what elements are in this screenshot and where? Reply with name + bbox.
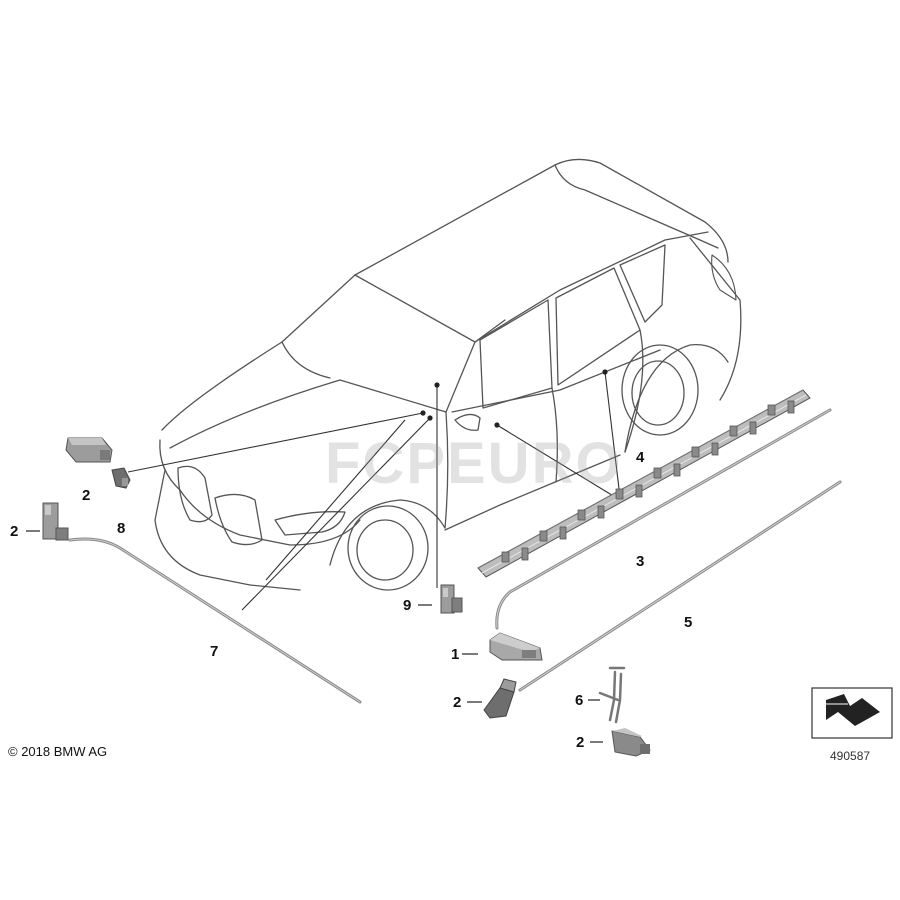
callout-5-cable: 5: [684, 614, 693, 631]
part-8-clip: [111, 467, 131, 489]
part-2-sensor-left: [42, 502, 69, 541]
part-2-sensor-bottom: [483, 678, 517, 719]
part-1-sensor: [489, 632, 543, 661]
callout-2-sensor-bottom: 2: [453, 694, 462, 711]
leader-lines: [127, 371, 621, 611]
diagram-id: 490587: [830, 749, 871, 763]
watermark-text: FCPEURO: [325, 431, 623, 496]
callout-2-sensor-front-left: 2: [82, 487, 91, 504]
orientation-icon: [811, 687, 893, 739]
callout-2-sensor-left: 2: [10, 523, 19, 540]
callout-8-clip: 8: [117, 520, 126, 537]
part-7-cable: [68, 537, 362, 704]
callout-7-cable: 7: [210, 643, 219, 660]
part-3-rail-clips: [501, 400, 795, 563]
part-2-sensor-front-left: [65, 437, 113, 463]
callout-6-bracket: 6: [575, 692, 584, 709]
callout-9-sensor: 9: [403, 597, 412, 614]
callout-2-sensor-bottom-right: 2: [576, 734, 585, 751]
part-9-sensor: [440, 584, 463, 614]
vehicle-outline: [154, 158, 742, 591]
callout-3-trim-rail: 3: [636, 553, 645, 570]
callout-4-cable: 4: [636, 449, 645, 466]
callout-ticks: [26, 530, 603, 743]
copyright-text: © 2018 BMW AG: [8, 744, 108, 759]
callout-1-sensor: 1: [451, 646, 460, 663]
leader-dots: [420, 369, 608, 428]
part-2-sensor-bottom-right: [611, 728, 651, 757]
part-6-bracket: [598, 666, 626, 724]
